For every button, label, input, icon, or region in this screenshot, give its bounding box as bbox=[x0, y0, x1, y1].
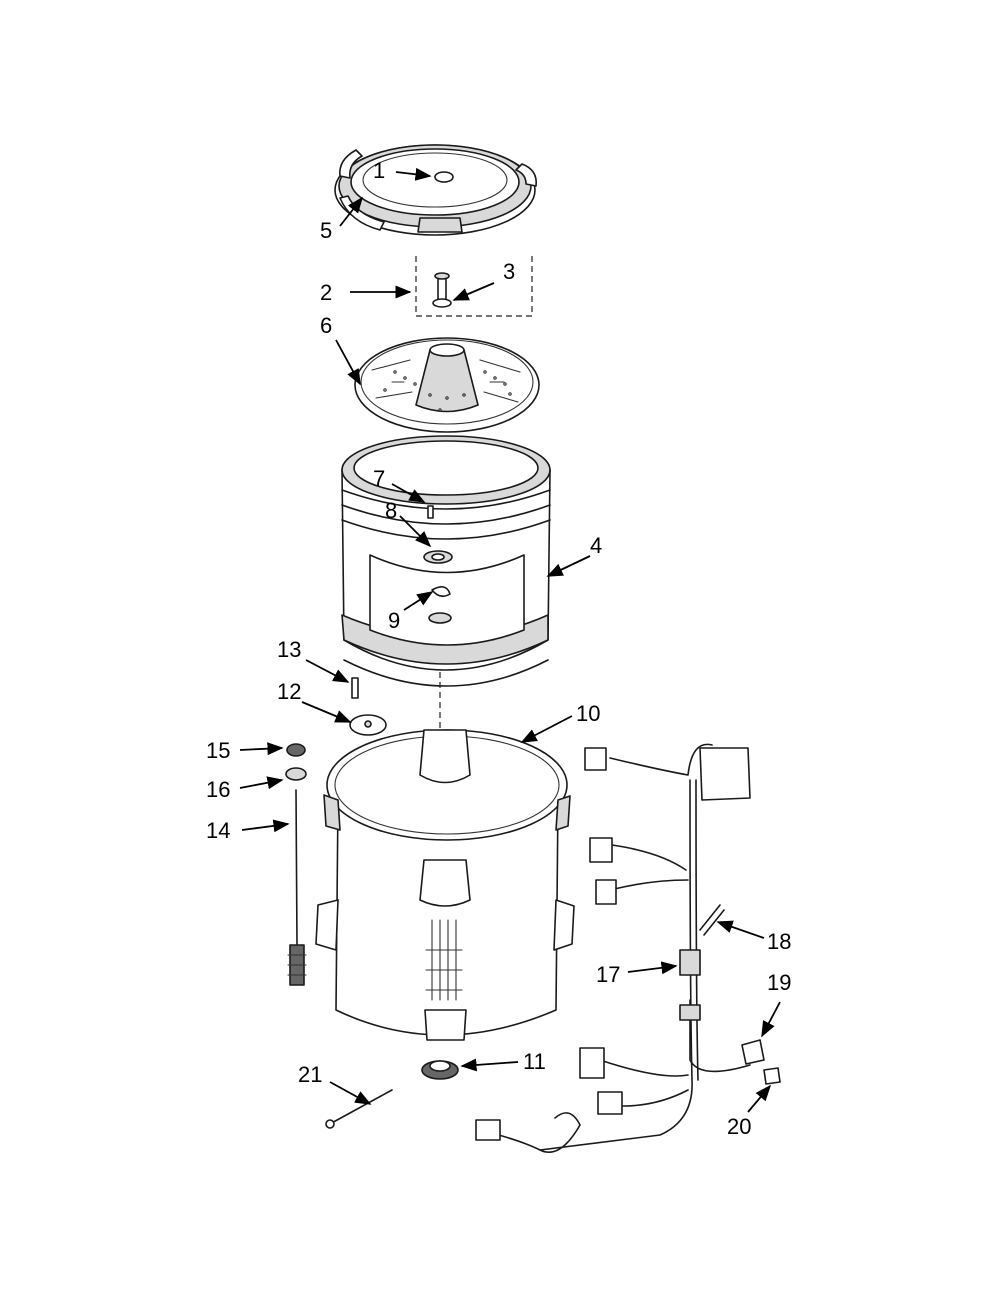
part-7-screw bbox=[427, 505, 434, 519]
callout-11: 11 bbox=[523, 1049, 546, 1074]
bracket-screw-group bbox=[349, 677, 387, 736]
callout-arrows bbox=[239, 167, 781, 1113]
wash-plate-part bbox=[354, 337, 540, 433]
outer-tub-part bbox=[315, 729, 575, 1041]
callout-7: 7 bbox=[373, 466, 385, 491]
callout-6: 6 bbox=[320, 313, 332, 338]
callout-3: 3 bbox=[503, 259, 515, 284]
bolt-washer-group bbox=[415, 256, 533, 317]
drain-rod-part bbox=[325, 1089, 393, 1129]
tub-ring-part bbox=[334, 144, 538, 236]
callout-12: 12 bbox=[277, 679, 301, 704]
callout-2: 2 bbox=[320, 280, 332, 305]
callout-14: 14 bbox=[206, 818, 230, 843]
callout-18: 18 bbox=[767, 929, 791, 954]
callout-8: 8 bbox=[385, 498, 397, 523]
basket-part bbox=[341, 435, 551, 687]
callout-labels: 1 2 3 4 5 6 7 8 9 10 11 12 13 14 15 16 1… bbox=[206, 158, 791, 1139]
callout-4: 4 bbox=[590, 533, 602, 558]
part-1-cap bbox=[434, 171, 454, 183]
suspension-rod-group bbox=[285, 743, 307, 986]
wire-harness-part bbox=[475, 743, 781, 1153]
callout-19: 19 bbox=[767, 970, 791, 995]
callout-21: 21 bbox=[298, 1062, 322, 1087]
part-20-cap bbox=[763, 1067, 781, 1085]
part-19-connector bbox=[741, 1039, 765, 1065]
callout-15: 15 bbox=[206, 738, 230, 763]
callout-17: 17 bbox=[596, 962, 620, 987]
callout-1: 1 bbox=[373, 158, 385, 183]
callout-13: 13 bbox=[277, 637, 301, 662]
callout-20: 20 bbox=[727, 1114, 751, 1139]
callout-10: 10 bbox=[576, 701, 600, 726]
tub-seal-part bbox=[421, 1060, 459, 1080]
callout-16: 16 bbox=[206, 777, 230, 802]
callout-9: 9 bbox=[388, 608, 400, 633]
callout-5: 5 bbox=[320, 218, 332, 243]
part-9-clip bbox=[431, 586, 451, 598]
